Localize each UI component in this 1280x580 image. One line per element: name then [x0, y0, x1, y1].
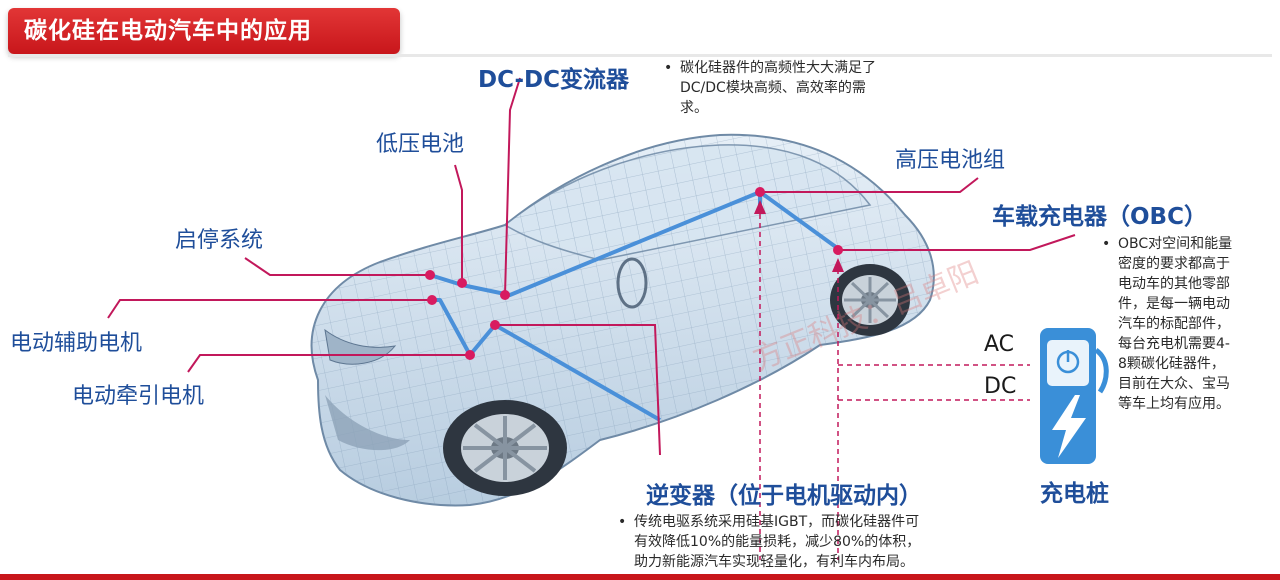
dot-dcdc: [500, 290, 510, 300]
bullet-icon: •: [618, 514, 627, 530]
note-line: 等车上均有应用。: [1118, 396, 1230, 412]
dot-start-stop: [425, 270, 435, 280]
note-dcdc: • 碳化硅器件的高频性大大满足了 DC/DC模块高频、高效率的需 求。: [664, 58, 970, 118]
label-low-voltage-battery: 低压电池: [376, 132, 465, 157]
page-title: 碳化硅在电动汽车中的应用: [8, 8, 400, 54]
note-line: 每台充电机需要4-: [1118, 336, 1230, 352]
dot-low-battery: [457, 278, 467, 288]
note-line: 密度的要求都高于: [1118, 256, 1230, 272]
bullet-icon: •: [664, 60, 673, 76]
charging-station-icon: [1040, 328, 1109, 464]
note-inverter: • 传统电驱系统采用硅基IGBT，而碳化硅器件可 有效降低10%的能量损耗，减少…: [618, 512, 1014, 572]
note-line: 汽车的标配部件，: [1118, 316, 1230, 332]
note-line: 求。: [680, 100, 708, 116]
label-hv-battery-pack: 高压电池组: [895, 148, 1006, 173]
dot-aux-motor: [427, 295, 437, 305]
rear-wheel: [830, 264, 910, 336]
dot-hv-battery: [755, 187, 765, 197]
label-inverter: 逆变器（位于电机驱动内）: [646, 483, 922, 509]
charging-lines: [759, 205, 1030, 560]
label-traction-motor: 电动牵引电机: [72, 384, 205, 409]
dot-obc: [833, 245, 843, 255]
note-line: 有效降低10%的能量损耗，减少80%的体积，: [634, 534, 921, 550]
note-line: OBC对空间和能量: [1118, 236, 1233, 252]
steering-wheel: [616, 257, 648, 309]
note-line: 传统电驱系统采用硅基IGBT，而碳化硅器件可: [634, 514, 920, 530]
front-wheel: [443, 400, 567, 496]
connection-dots: [425, 187, 843, 360]
leader-lines: [107, 77, 1076, 456]
dot-traction-motor: [465, 350, 475, 360]
note-line: 目前在大众、宝马: [1118, 376, 1230, 392]
label-dc: DC: [984, 374, 1017, 399]
note-line: 件，是每一辆电动: [1118, 296, 1230, 312]
note-line: 助力新能源汽车实现轻量化，有利车内布局。: [634, 554, 914, 570]
power-icon: [1056, 350, 1080, 374]
label-dcdc-converter: DC-DC变流器: [478, 67, 630, 93]
title-divider: [8, 54, 1272, 57]
note-line: DC/DC模块高频、高效率的需: [680, 80, 866, 96]
note-line: 电动车的其他零部: [1118, 276, 1230, 292]
note-line: 碳化硅器件的高频性大大满足了: [680, 60, 876, 76]
label-ac: AC: [984, 332, 1015, 357]
note-line: 8颗碳化硅器件，: [1118, 356, 1225, 372]
dot-inverter: [490, 320, 500, 330]
arrow-up-ac: [754, 200, 766, 214]
lightning-icon: [1052, 395, 1086, 458]
label-charging-pile: 充电桩: [1040, 481, 1109, 507]
bullet-icon: •: [1102, 236, 1111, 252]
label-obc: 车载充电器（OBC）: [992, 204, 1207, 230]
note-obc: • OBC对空间和能量 密度的要求都高于 电动车的其他零部 件，是每一辆电动 汽…: [1102, 234, 1268, 414]
label-aux-motor: 电动辅助电机: [10, 331, 143, 356]
bottom-rule: [0, 574, 1280, 580]
label-start-stop-system: 启停系统: [175, 228, 264, 253]
arrow-up-dc: [832, 258, 844, 272]
